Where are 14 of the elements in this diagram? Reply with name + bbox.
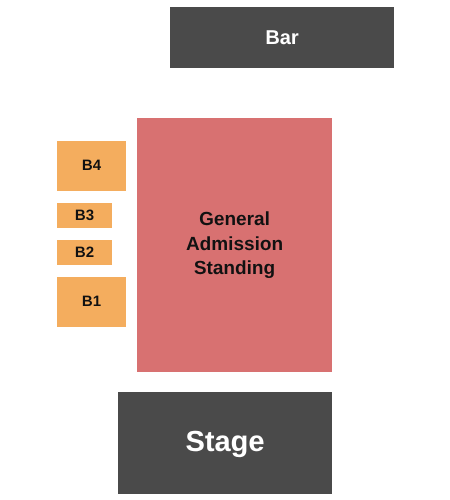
stage-area xyxy=(118,392,332,494)
stage-label: Stage xyxy=(186,425,264,460)
booth-label: B1 xyxy=(82,292,102,312)
booth-label: B2 xyxy=(74,242,94,262)
booth-block xyxy=(57,203,112,228)
bar-area xyxy=(170,7,394,68)
area-label: General Admission Standing xyxy=(184,208,284,282)
booth-label: B4 xyxy=(82,156,102,176)
booth-block xyxy=(57,277,126,327)
standing-area xyxy=(137,118,332,372)
booth-block xyxy=(57,240,112,265)
booth-block xyxy=(57,141,126,191)
booth-label: B3 xyxy=(74,206,94,226)
area-label: Bar xyxy=(265,26,299,50)
